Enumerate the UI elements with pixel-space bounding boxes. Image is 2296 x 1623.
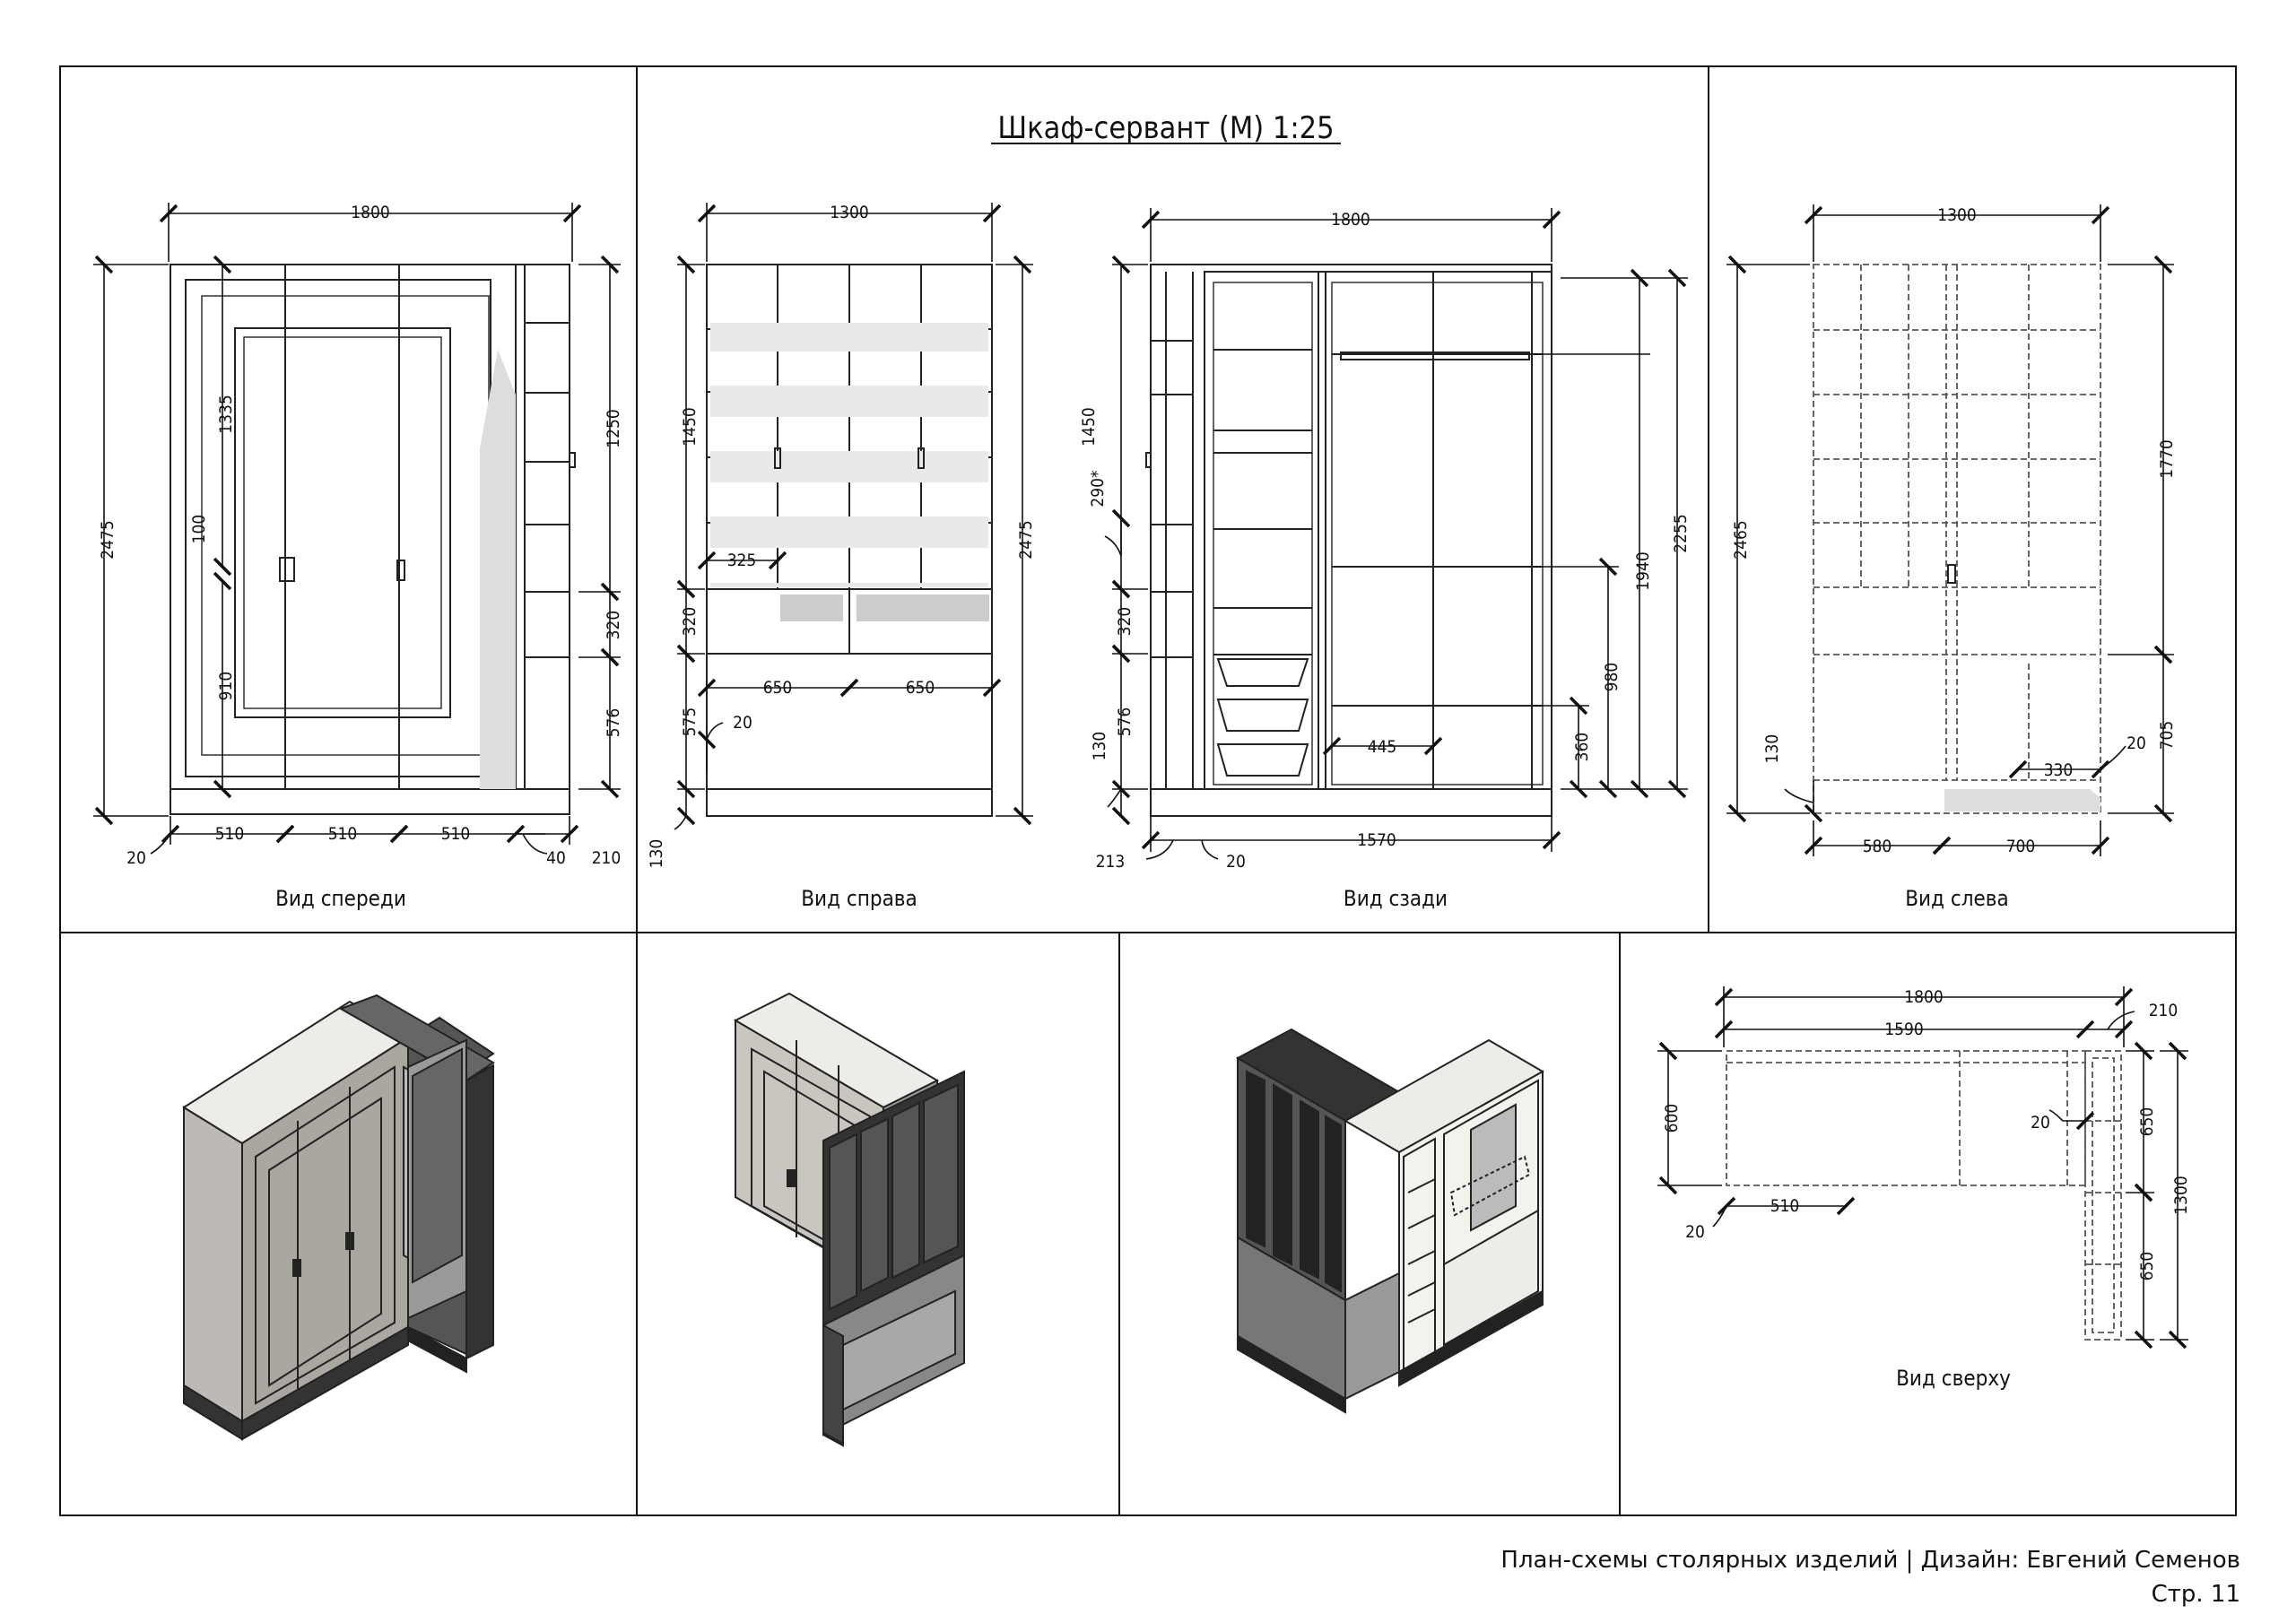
- front-dim-upper: 1335: [216, 395, 236, 434]
- back-dim-glass: 1450: [1079, 407, 1099, 447]
- front-dim-col2: 510: [328, 824, 358, 844]
- top-dim-main: 1590: [1884, 1020, 1924, 1039]
- left-cabinet-outline: [1813, 264, 2101, 814]
- left-dim-w-right: 700: [2006, 837, 2036, 856]
- front-dim-base: 576: [604, 708, 623, 738]
- front-dim-mid: 320: [604, 611, 623, 640]
- footer-page-number: Стр. 11: [2151, 1581, 2240, 1608]
- back-dim-edge: 20: [1226, 852, 1246, 872]
- left-view: 1300 2465 1770 130 330 20 705 580 700 Ви…: [1726, 204, 2177, 911]
- right-view-label: Вид справа: [801, 886, 918, 911]
- back-dim-left-off: 213: [1096, 852, 1126, 872]
- right-view: 1300 1450 2475 325 320 575 650 650 20 13…: [647, 203, 1036, 911]
- top-dim-edge: 20: [1685, 1222, 1705, 1242]
- left-dim-inner: 330: [2044, 760, 2074, 780]
- right-dim-w-right: 650: [906, 678, 935, 698]
- top-cabinet-outline: [1726, 1050, 2122, 1341]
- right-dim-plinth: 20: [733, 713, 752, 733]
- left-dim-upper: 1770: [2157, 439, 2177, 479]
- left-dimension-lines: [1726, 204, 2174, 856]
- right-dim-mid: 320: [680, 607, 700, 637]
- front-dim-gap: 40: [546, 848, 566, 868]
- back-dim-low: 980: [1602, 663, 1622, 692]
- isometric-view-front: [182, 994, 495, 1441]
- back-dim-inner: 445: [1368, 737, 1397, 757]
- back-dim-mark: 290*: [1088, 470, 1108, 508]
- footer-credits: План-схемы столярных изделий | Дизайн: Е…: [1500, 1547, 2240, 1574]
- back-dim-width: 1800: [1331, 210, 1370, 230]
- left-dim-height: 2465: [1731, 520, 1751, 560]
- right-dim-height: 2475: [1016, 520, 1036, 560]
- back-dim-rod: 1940: [1633, 551, 1653, 591]
- top-dim-inner: 20: [2031, 1113, 2050, 1133]
- top-view: 1800 1590 210 600 20 510 20 650 650 1300…: [1657, 986, 2191, 1391]
- front-dim-col1: 510: [215, 824, 245, 844]
- left-dim-width: 1300: [1937, 205, 1977, 225]
- top-dim-depth: 600: [1662, 1104, 1682, 1133]
- right-door-handles: [774, 447, 925, 469]
- front-dim-edge: 20: [126, 848, 146, 868]
- top-dim-side-len: 1300: [2171, 1176, 2191, 1215]
- left-dim-lower: 705: [2157, 721, 2177, 751]
- front-dim-col3: 510: [441, 824, 471, 844]
- right-dim-w-left: 650: [763, 678, 793, 698]
- right-dim-shelf: 325: [727, 551, 757, 570]
- isometric-view-right: [733, 992, 965, 1447]
- back-cabinet-outline: [1145, 264, 1552, 817]
- right-shelf-shading: [710, 323, 989, 621]
- top-view-label: Вид сверху: [1896, 1366, 2011, 1391]
- right-dim-glass: 1450: [680, 407, 700, 447]
- back-view: 1800 1450 290* 320 576 130 1940 2255 980…: [1079, 208, 1691, 911]
- back-dim-bottom: 360: [1572, 733, 1592, 762]
- back-dim-mid: 320: [1115, 607, 1135, 637]
- top-dim-side: 210: [2149, 1001, 2179, 1020]
- right-dim-plinth-h: 130: [647, 839, 666, 869]
- front-dim-side: 210: [592, 848, 622, 868]
- back-dim-full: 2255: [1671, 514, 1691, 553]
- back-view-label: Вид сзади: [1344, 886, 1448, 911]
- front-shadow: [480, 350, 516, 789]
- top-dim-col: 510: [1770, 1196, 1800, 1216]
- sheet-frame: [59, 65, 2237, 1516]
- back-dimension-lines: [1104, 208, 1688, 860]
- top-dim-seg2: 650: [2137, 1252, 2157, 1281]
- front-dimension-lines: [93, 203, 621, 855]
- front-dim-lower: 910: [216, 672, 236, 701]
- front-dim-handle: 100: [189, 515, 209, 544]
- left-dim-w-left: 580: [1863, 837, 1892, 856]
- left-dim-edge: 20: [2126, 733, 2146, 753]
- front-view: 1800 2475 1335 100 910 1250 320 576 510 …: [93, 203, 623, 911]
- back-dim-plinth: 130: [1090, 732, 1109, 761]
- top-dim-seg1: 650: [2137, 1107, 2157, 1137]
- front-view-label: Вид спереди: [275, 886, 406, 911]
- top-dimension-lines: [1657, 986, 2188, 1350]
- back-dim-base: 576: [1115, 707, 1135, 737]
- left-plinth-shading: [1944, 789, 2100, 812]
- front-dim-height: 2475: [98, 520, 117, 560]
- left-dim-plinth: 130: [1762, 734, 1782, 764]
- right-dim-base: 575: [680, 707, 700, 737]
- right-dim-width: 1300: [830, 203, 869, 222]
- top-dim-width: 1800: [1904, 987, 1944, 1007]
- sheet-title: Шкаф-сервант (М) 1:25: [997, 110, 1334, 146]
- right-dimension-lines: [674, 203, 1033, 830]
- back-dim-base-width: 1570: [1357, 830, 1396, 850]
- left-view-label: Вид слева: [1905, 886, 2009, 911]
- front-dim-shelf: 1250: [604, 409, 623, 448]
- front-dim-width: 1800: [351, 203, 390, 222]
- left-handle: [1947, 564, 1956, 584]
- isometric-view-back: [1235, 1028, 1545, 1414]
